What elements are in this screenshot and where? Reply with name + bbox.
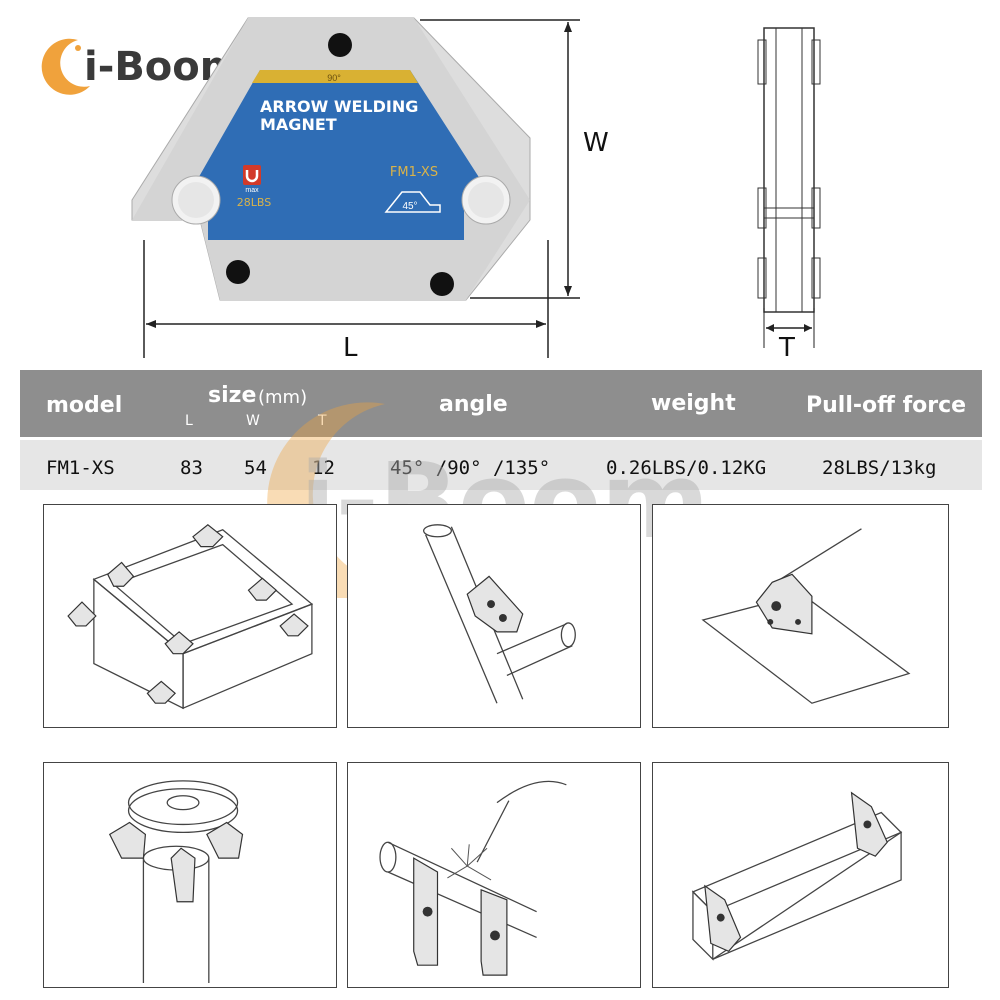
angle-inner-label: 45° [402,201,417,212]
angle-channel-icon [691,791,903,961]
pipe-welding-torch-icon [379,780,567,976]
max-label: max [245,187,259,194]
model-label: FM1-XS [390,165,438,180]
magnet-side-view [757,27,821,348]
spec-table-row [20,440,982,490]
dimension-w-label: W [583,128,609,158]
usage-panel-channel [652,762,949,988]
angle-45-icon [384,191,441,213]
header-model: model [46,393,123,418]
header-size-w: W [246,413,260,429]
flange-pipe-icon [108,780,244,984]
header-size: size [208,383,257,408]
product-title-line1: ARROW WELDING [260,97,418,116]
spec-table-header [20,370,982,437]
box-frame-corners-icon [67,524,314,710]
cell-size-t: 12 [312,457,335,479]
header-weight: weight [651,391,736,416]
dimension-t-label: T [779,333,795,363]
usage-panel-pipe-welding [347,762,641,988]
sheet-perpendicular-icon [701,528,911,704]
header-size-t: T [318,413,327,429]
cell-size-l: 83 [180,457,203,479]
angle-top-label: 90° [327,73,341,83]
cell-model: FM1-XS [46,457,115,479]
magnet-front-view: 90° ARROW WELDING MAGNET max 28LBS FM1-X… [131,17,580,358]
header-pull-off-force: Pull-off force [806,393,967,418]
cell-size-w: 54 [244,457,267,479]
header-size-unit: (mm) [258,387,308,408]
header-angle: angle [439,392,508,417]
cell-angle: 45° /90° /135° [390,457,551,479]
header-size-l: L [185,413,193,429]
weight-badge-label: 28LBS [237,196,271,209]
usage-panel-flange [43,762,337,988]
usage-panel-sheet [652,504,949,728]
logo-crescent-icon [41,38,90,95]
cell-weight: 0.26LBS/0.12KG [606,457,767,479]
product-title-line2: MAGNET [260,115,337,134]
dimension-l-label: L [343,333,358,363]
usage-panel-box-frame [43,504,337,728]
pipe-joint-icon [422,524,576,704]
usage-panel-pipe-joint [347,504,641,728]
cell-pull-off-force: 28LBS/13kg [822,457,937,479]
